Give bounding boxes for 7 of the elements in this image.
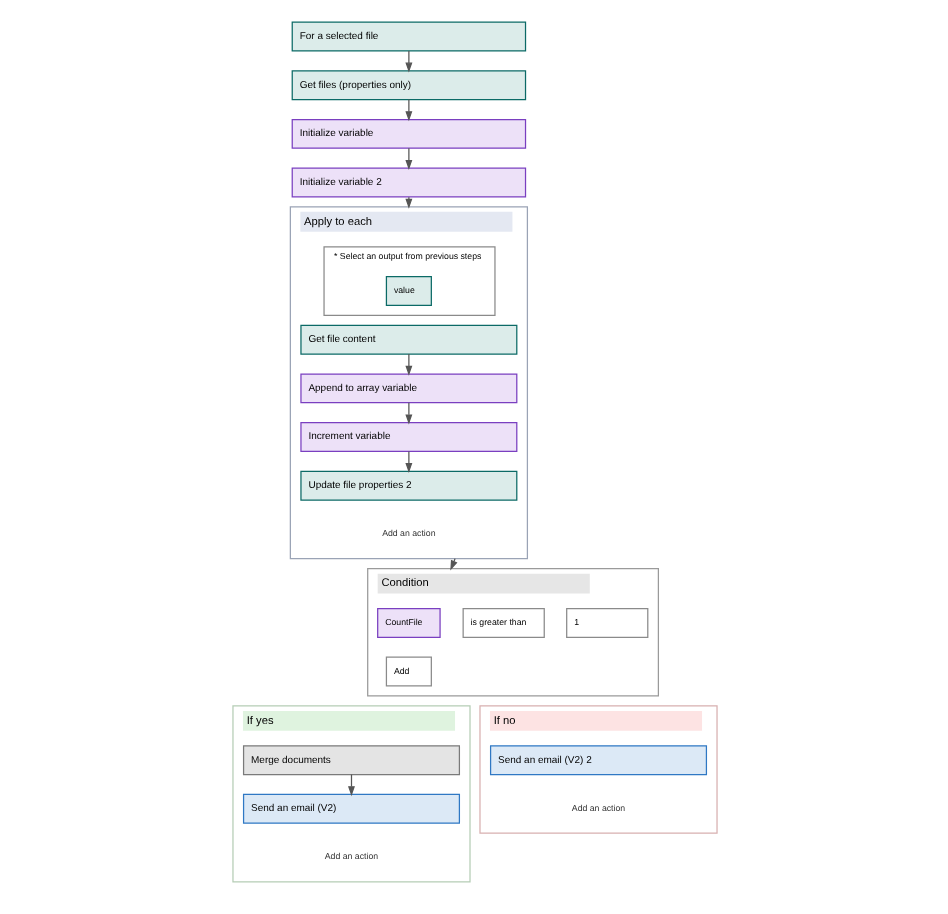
- arrow: [404, 196, 412, 209]
- arrow: [404, 353, 412, 376]
- arrow: [404, 450, 412, 474]
- arrow: [404, 50, 412, 73]
- arrow: [404, 147, 412, 170]
- arrow: [404, 402, 412, 425]
- arrow: [404, 98, 412, 122]
